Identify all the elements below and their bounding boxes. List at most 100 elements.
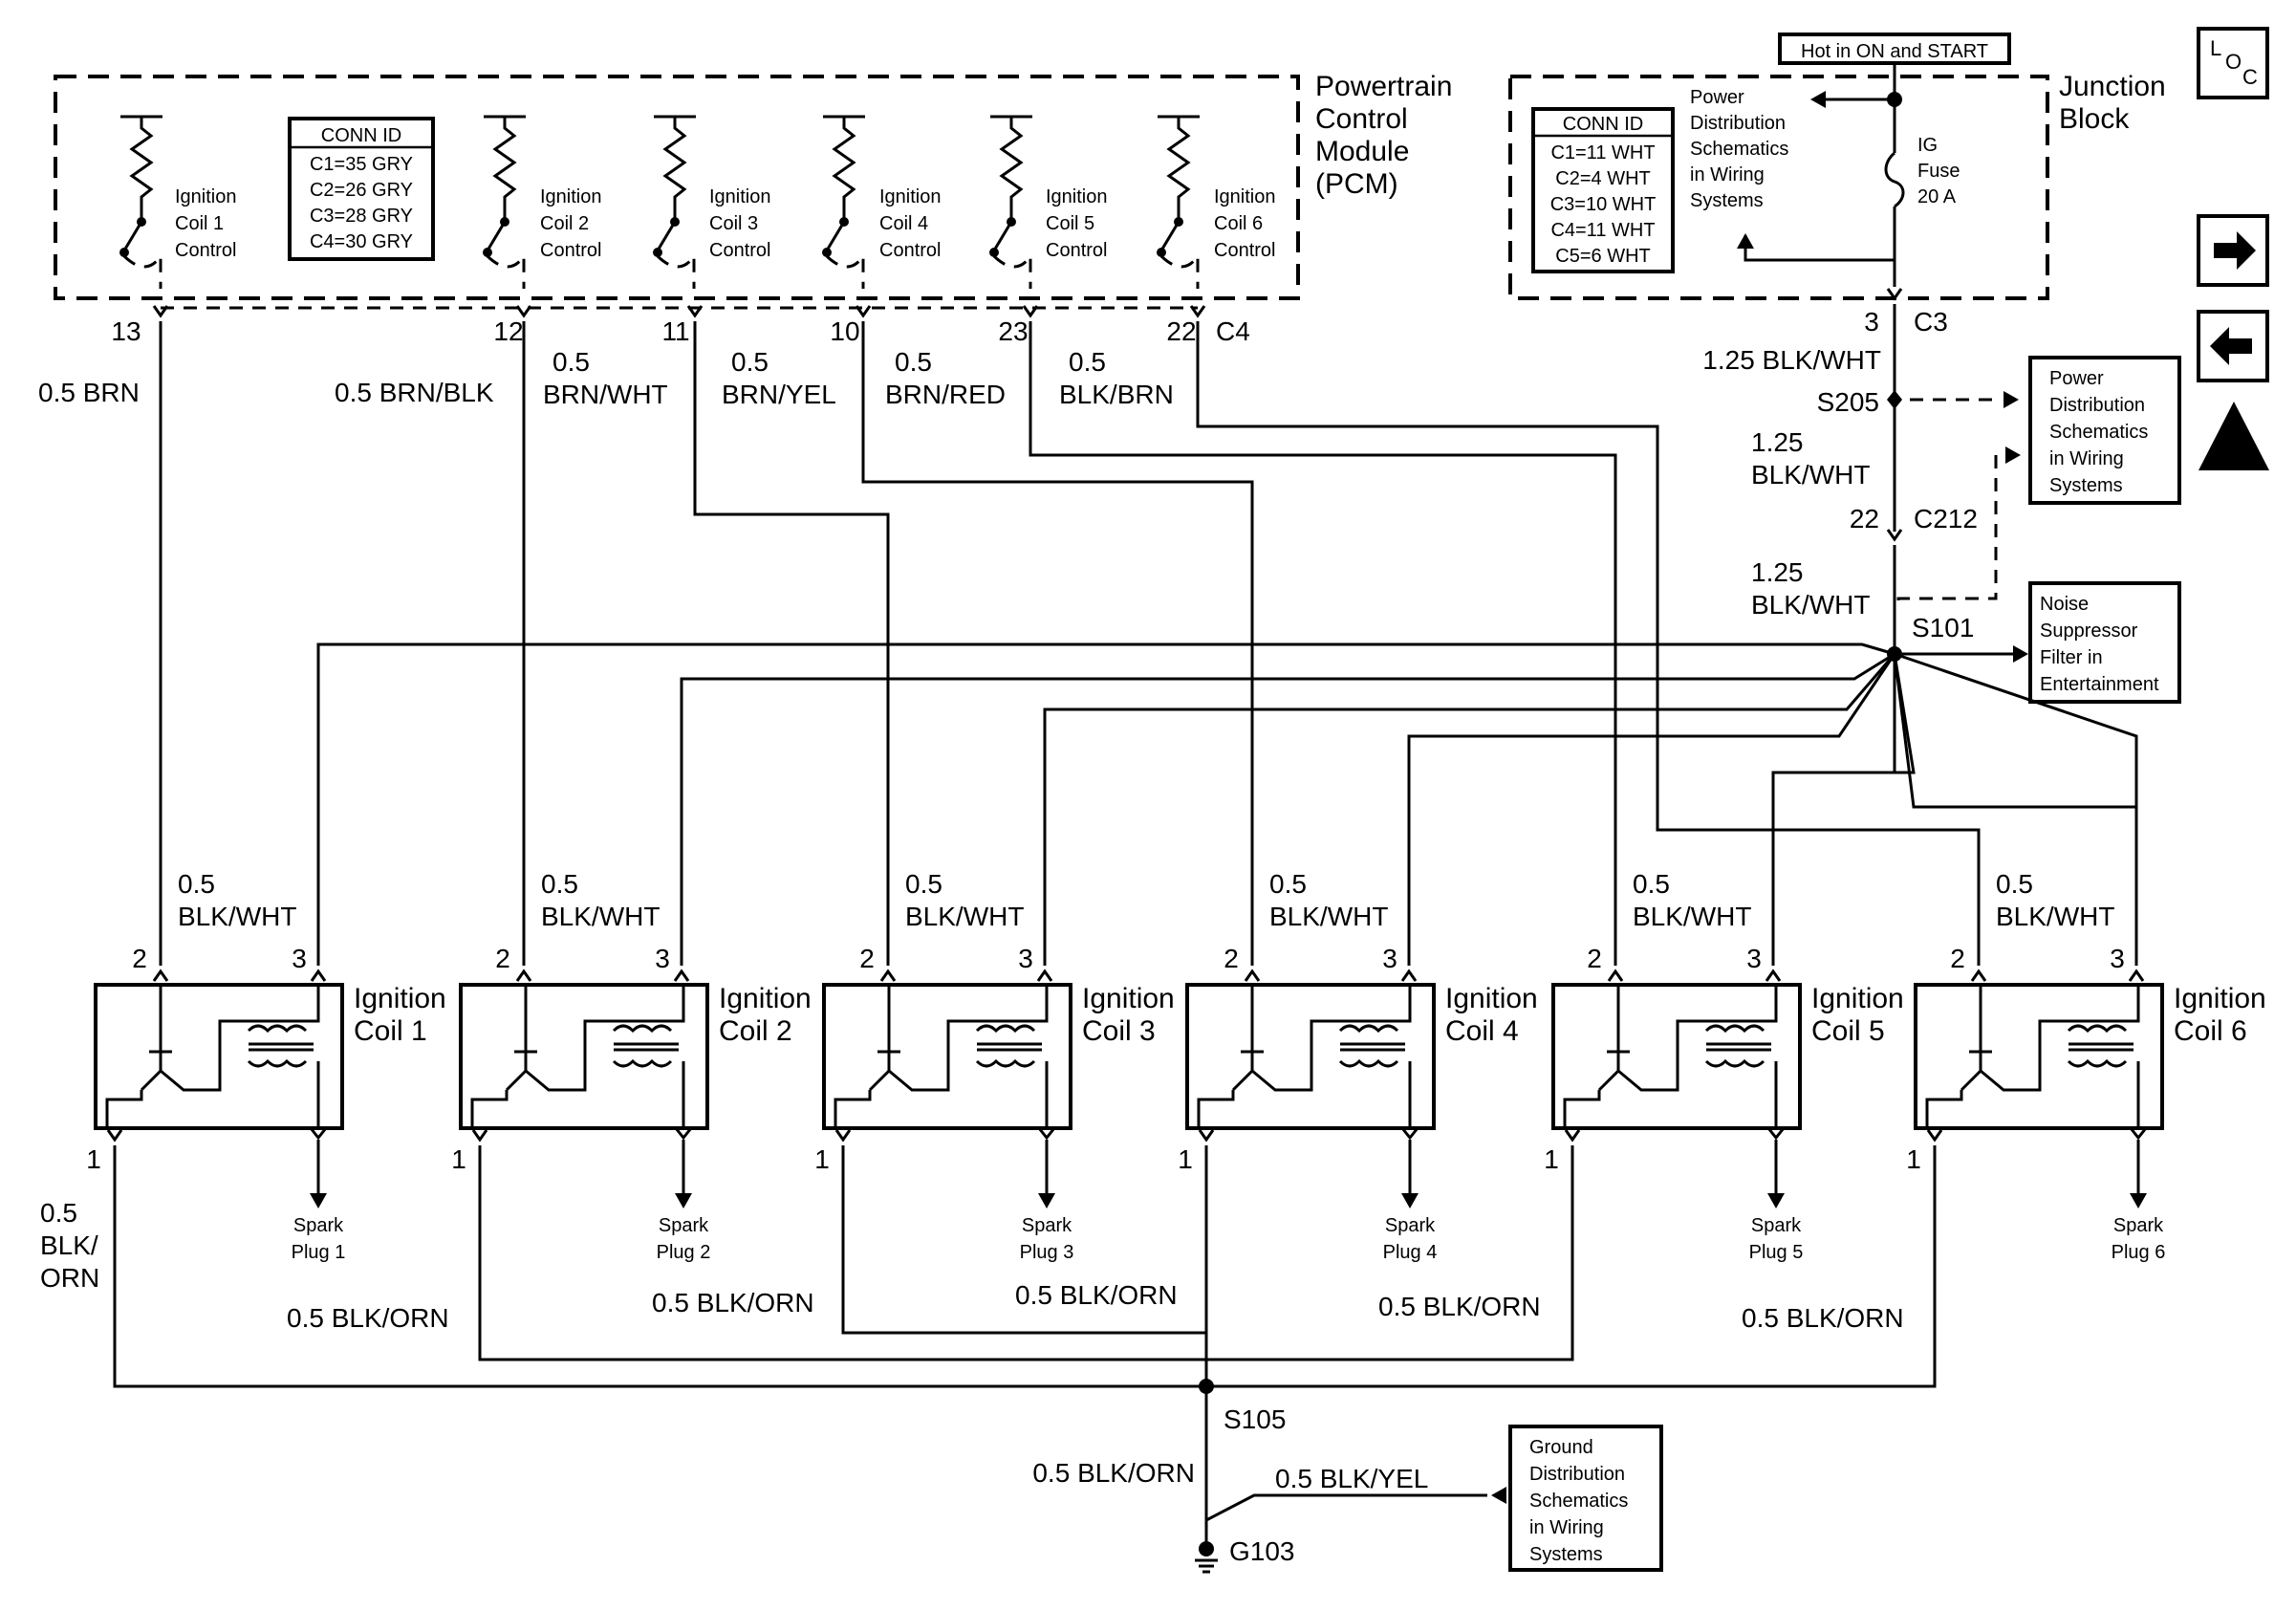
coil-6-transistor [1960, 985, 2140, 1092]
coil-5-plug-connector [1766, 1127, 1786, 1141]
pcm-driver-4-resistor [832, 117, 856, 218]
noise-ref-label: Filter in [2040, 647, 2103, 668]
coil-6-pin1: 1 [1906, 1144, 1921, 1174]
coil-4-supply-label: 0.5 [1269, 869, 1307, 899]
jb-conn-id-row: C4=11 WHT [1550, 220, 1655, 241]
pcm-label: (PCM) [1315, 168, 1398, 200]
coil-1-plug-label: Plug 1 [292, 1242, 346, 1263]
coil-5-plug-arrow [1767, 1193, 1785, 1208]
pcm-driver-4-label: Control [879, 240, 941, 261]
coil-6-plug-connector [2129, 1127, 2148, 1141]
pcm-driver-5-label: Coil 5 [1046, 213, 1094, 234]
pcm-driver-4-label: Ignition [879, 186, 942, 207]
pcm-driver-5-switch [992, 221, 1013, 251]
coil-4-ground-label: 0.5 BLK/ORN [1015, 1280, 1178, 1310]
coil-6-pin3: 3 [2110, 944, 2125, 973]
coil-2-supply-wire [680, 652, 1895, 966]
coil-3-transformer [975, 1024, 1042, 1068]
jb-conn-id-title: CONN ID [1563, 114, 1643, 135]
coil-3-plug-connector [1037, 1127, 1056, 1141]
c212-pin: 22 [1850, 504, 1879, 533]
ground-ref-label: Distribution [1529, 1464, 1625, 1485]
pcm-driver-1-contact [119, 248, 129, 257]
coil-6-pin1-connector [1926, 1129, 1943, 1143]
obd-ii-icon [2199, 402, 2269, 470]
coil-4-control-wire [861, 321, 1254, 966]
coil-4-pin1: 1 [1178, 1144, 1193, 1174]
pcm-output-5-wire-label: BRN/RED [885, 380, 1006, 409]
coil-1-pin3-connector [310, 969, 327, 982]
coil-6-supply-branch [1894, 652, 2138, 966]
pcm-driver-1-label: Ignition [175, 186, 237, 207]
pcm-driver-1-path [122, 251, 162, 289]
feed-wire-label: 1.25 BLK/WHT [1702, 345, 1881, 375]
pcm-boundary [54, 75, 1300, 300]
coil-3-supply-label: 0.5 [905, 869, 942, 899]
coil-4-supply-wire [1407, 653, 1896, 966]
pcm-output-3-pin: 11 [661, 316, 689, 346]
pcm-driver-5-label: Ignition [1046, 186, 1108, 207]
power-ref-box [2028, 356, 2181, 505]
coil-6-supply-label: BLK/WHT [1996, 902, 2114, 931]
coil-2-pin2: 2 [495, 944, 510, 973]
coil-1-ground-label: ORN [40, 1263, 99, 1293]
pcm-output-4-wire-label: 0.5 [731, 347, 769, 377]
pcm-conn-id-row: C3=28 GRY [310, 206, 413, 227]
coil-5-label: Ignition [1811, 983, 1904, 1014]
pcm-driver-5-path [992, 251, 1032, 289]
pcm-output-3-wire-label: BRN/WHT [543, 380, 668, 409]
coil-1-supply-wire [316, 642, 1895, 966]
coil-5-pin2: 2 [1587, 944, 1602, 973]
pcm-output-5-wire-label: 0.5 [895, 347, 932, 377]
pcm-driver-3-resistor [662, 117, 687, 218]
power-ref-label: Distribution [2049, 395, 2145, 416]
jb-feedback-arrow [1737, 233, 1754, 249]
coil-3-transistor-emitter [834, 1090, 872, 1128]
coil-5-transistor [1597, 985, 1778, 1092]
power-ref-label: Power [2049, 368, 2104, 389]
jb-power-ref-label: Systems [1690, 190, 1764, 211]
coil-3-pin1-connector [834, 1129, 852, 1143]
pcm-driver-1-label: Control [175, 240, 236, 261]
pcm-output-1-wire-label: 0.5 BRN [38, 378, 140, 407]
jb-power-ref-label: in Wiring [1690, 164, 1765, 185]
ground-ref-label: Schematics [1529, 1491, 1628, 1512]
hot-label-box [1778, 33, 2011, 65]
coil-4-transistor [1231, 985, 1412, 1092]
pcm-driver-6-contact [1157, 248, 1166, 257]
coil-2-plug-label: Spark [659, 1215, 709, 1236]
coil-5-supply-wire [1771, 653, 1916, 966]
feed-wire2-label: 1.25 [1751, 427, 1804, 457]
coil-2-pin3: 3 [655, 944, 670, 973]
obd-ii-icon-numeral: II [2228, 428, 2240, 452]
pcm-driver-4-path [825, 251, 865, 289]
coil-1-plug-connector [309, 1127, 328, 1141]
pcm-label: Module [1315, 136, 1409, 167]
coil-1-plug-label: Spark [293, 1215, 344, 1236]
coil-5-pin2-connector [1607, 969, 1624, 982]
coil-3-plug-label: Spark [1022, 1215, 1072, 1236]
coil-1-pin3: 3 [292, 944, 307, 973]
pcm-driver-5-contact [989, 248, 999, 257]
c212-label: C212 [1914, 504, 1978, 533]
pcm-driver-6-path [1159, 251, 1200, 289]
pcm-driver-4-contact [822, 248, 832, 257]
pcm-driver-1-label: Coil 1 [175, 213, 224, 234]
ground-symbol-icon [1195, 1558, 1218, 1574]
ground-ref-label: in Wiring [1529, 1517, 1604, 1538]
coil-2-pin3-connector [673, 969, 690, 982]
pcm-driver-2-label: Coil 2 [540, 213, 589, 234]
coil-6-pin2-connector [1970, 969, 1987, 982]
jb-hot-feed [1820, 63, 1896, 101]
coil-4-plug-label: Plug 4 [1383, 1242, 1438, 1263]
pcm-output-5-pin: 23 [998, 316, 1028, 346]
coil-6-transformer [2067, 1024, 2134, 1068]
coil-3-control-wire [693, 321, 890, 966]
coil-3-pin3: 3 [1018, 944, 1033, 973]
pcm-output-2-wire-label: 0.5 BRN/BLK [335, 378, 494, 407]
coil-2-ground-wire [478, 1145, 1206, 1361]
coil-1-pin1-connector [106, 1129, 123, 1143]
junction-block-boundary [1508, 75, 2049, 300]
coil-5-pin3: 3 [1746, 944, 1762, 973]
